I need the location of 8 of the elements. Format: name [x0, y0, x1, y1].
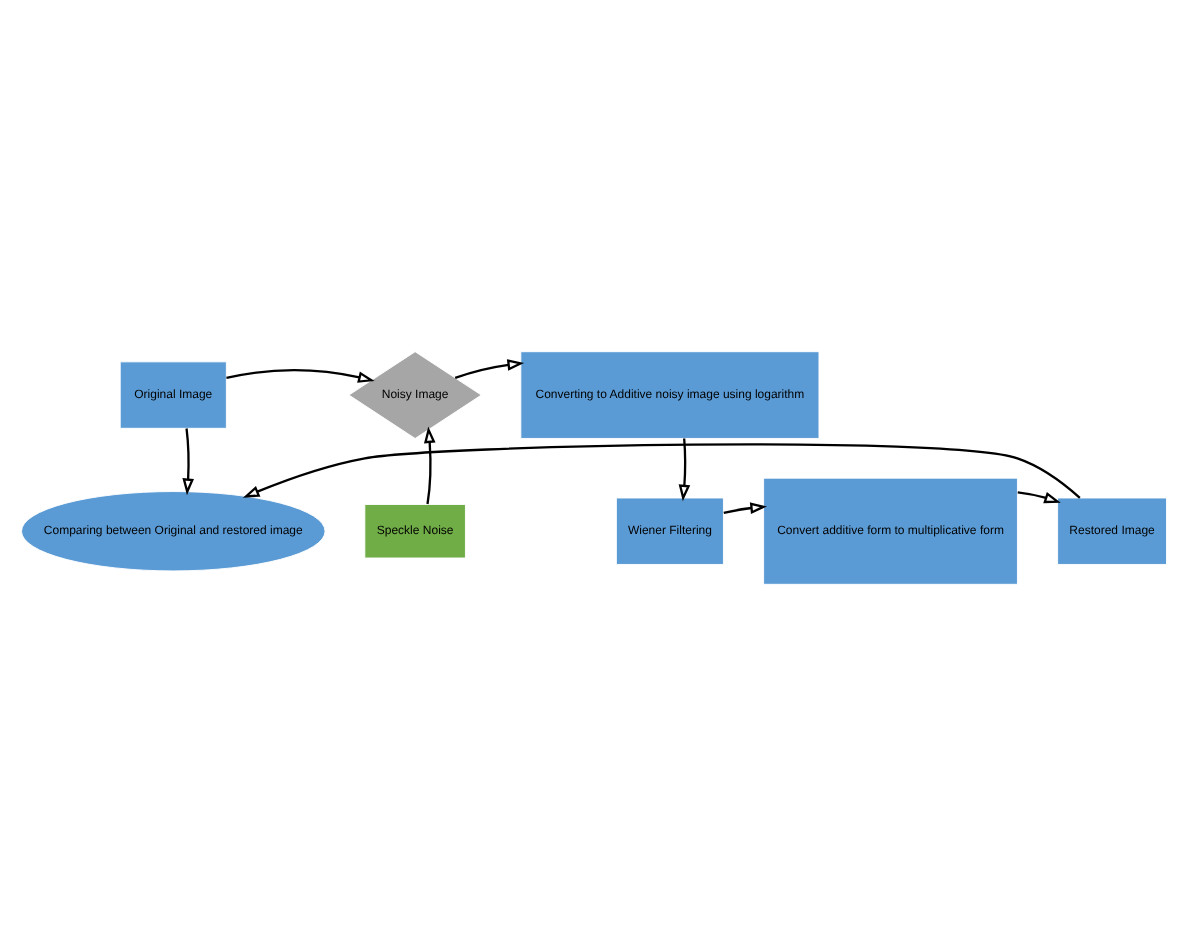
arrow	[242, 443, 1081, 499]
arrow	[454, 359, 525, 379]
arrow	[678, 438, 691, 502]
arrow	[182, 428, 194, 496]
arrow	[423, 426, 436, 505]
arrow	[723, 502, 767, 514]
arrow	[1017, 491, 1061, 504]
arrow	[226, 369, 375, 383]
